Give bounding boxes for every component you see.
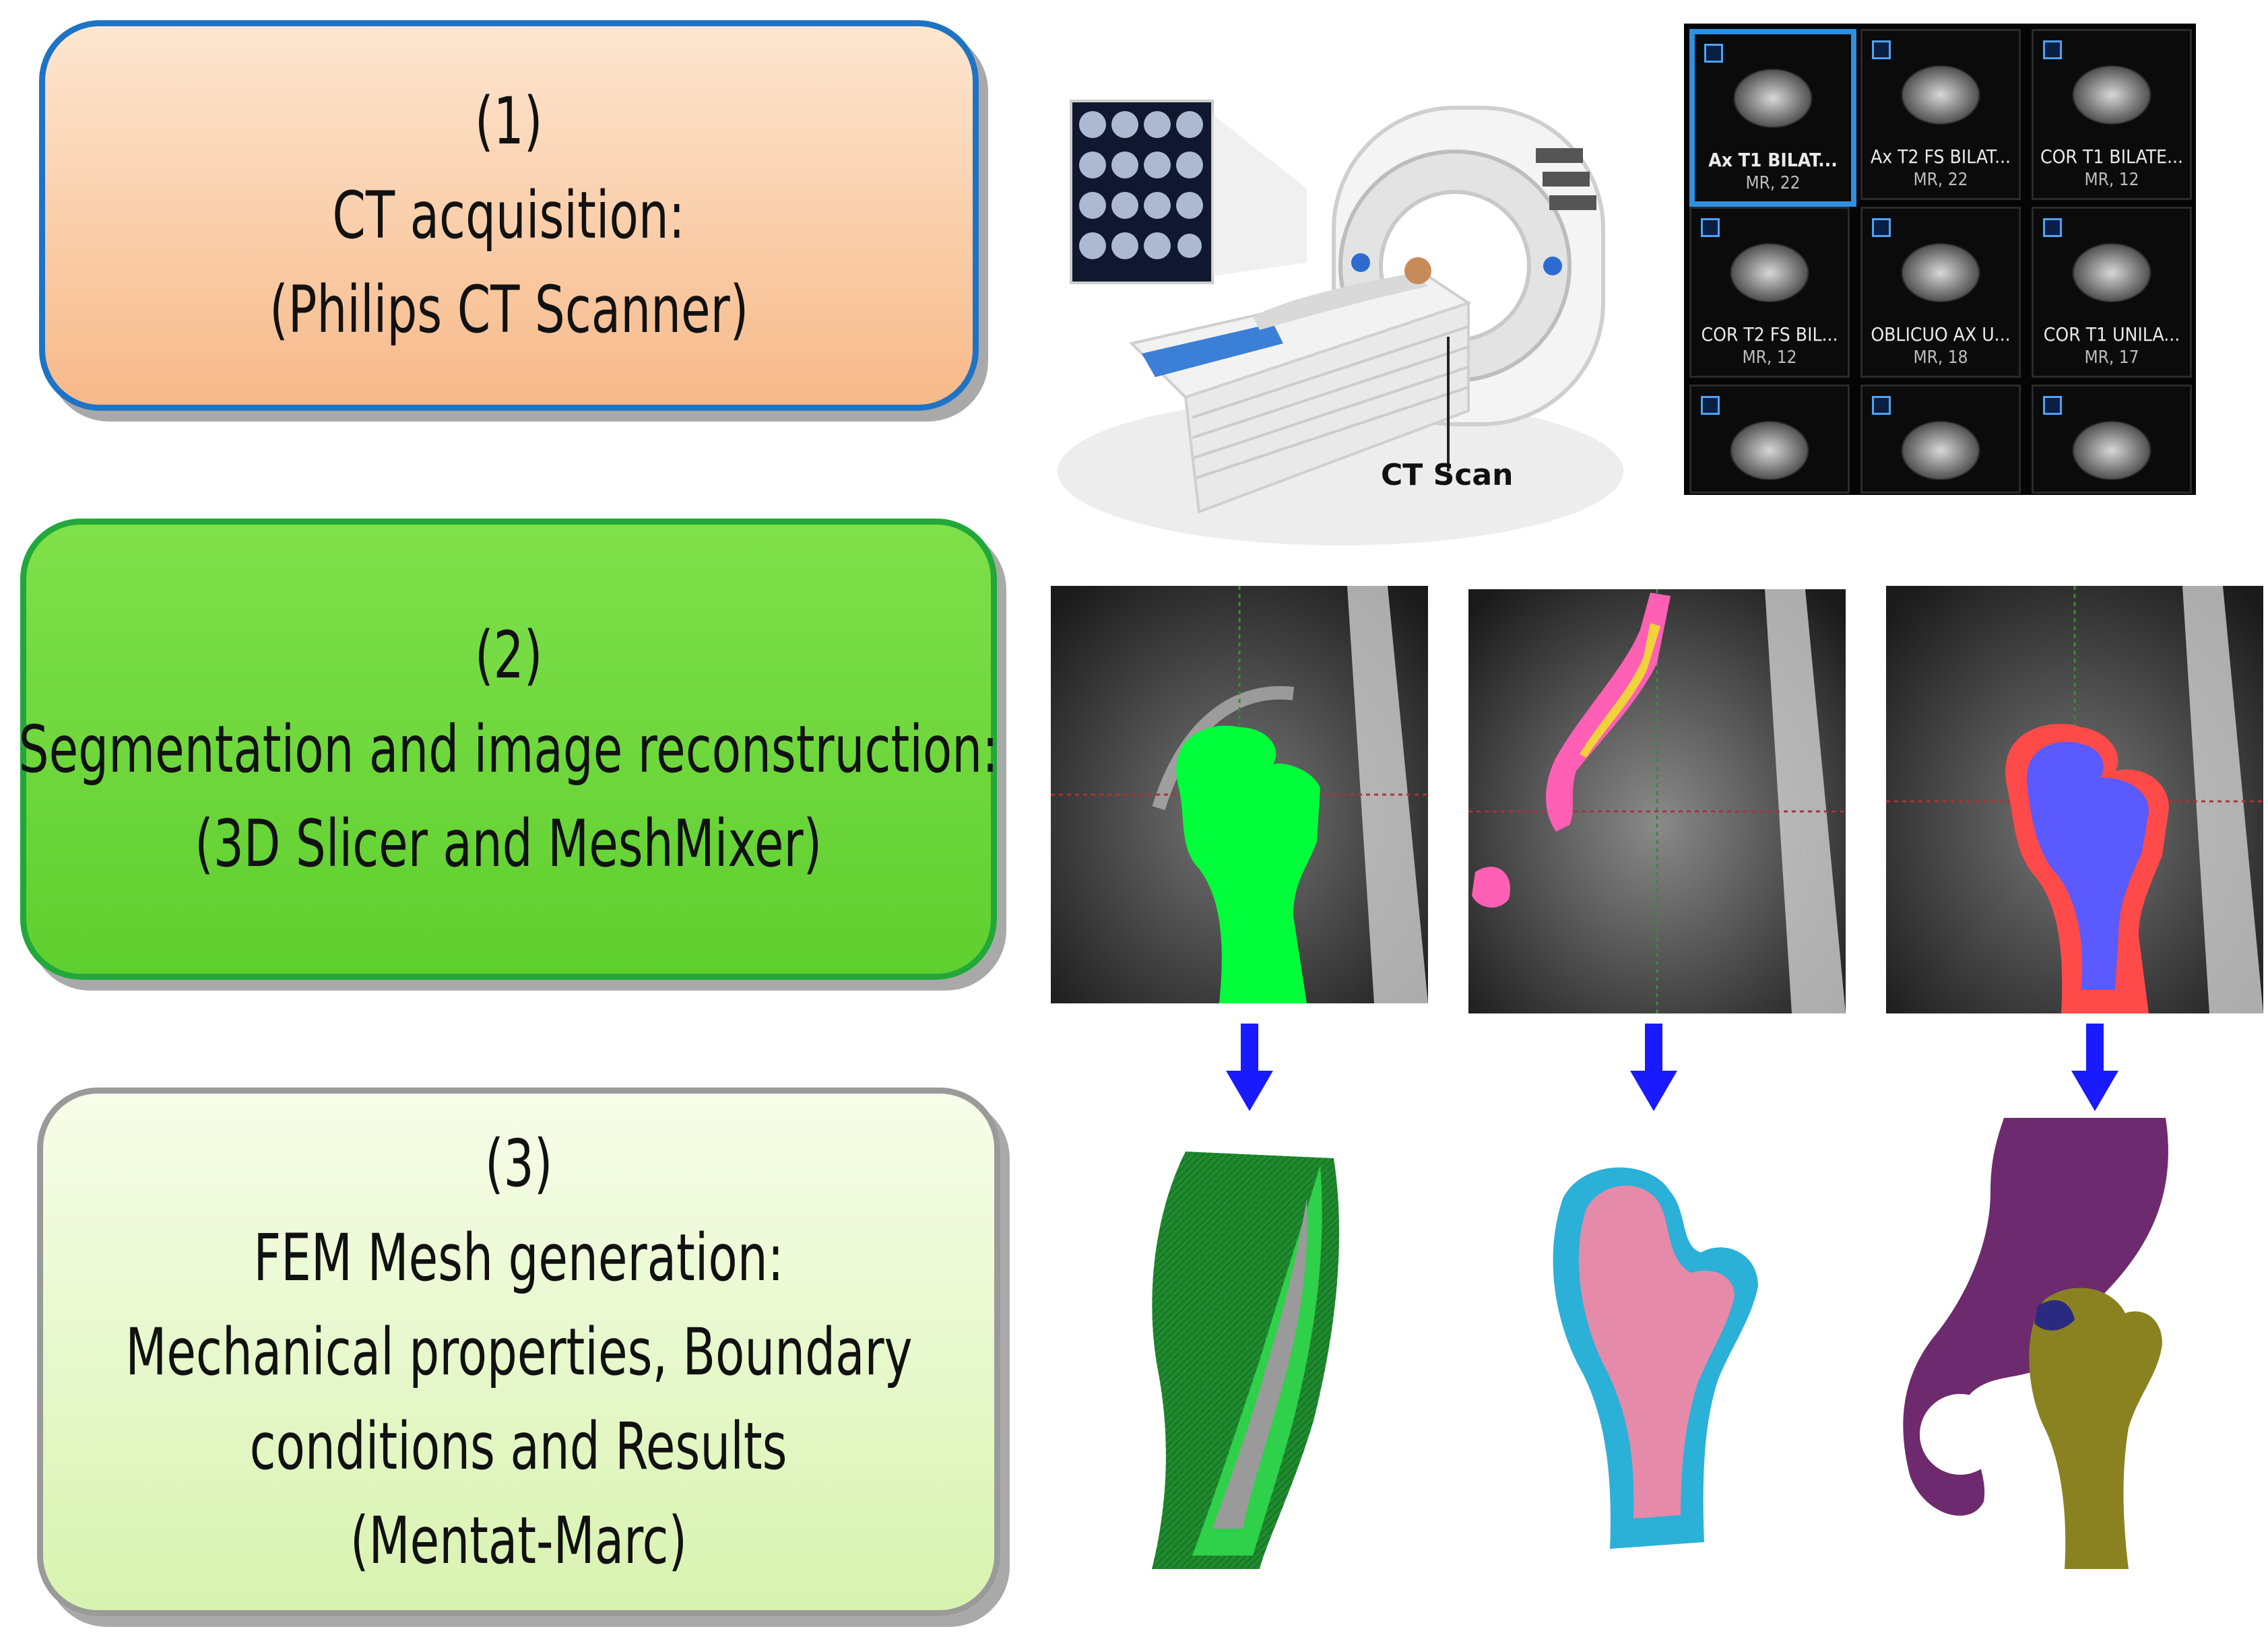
stage-1-tool: (Philips CT Scanner) (269, 272, 749, 347)
series-title: COR T1 UNILA... (2043, 323, 2180, 345)
series-subtitle: MR, 17 (2084, 347, 2139, 368)
series-title: Ax T1 BILAT... (1708, 149, 1838, 171)
stage-3-tool: (Mentat-Marc) (350, 1502, 688, 1578)
series-title: OBLICUO AX U... (1871, 323, 2011, 345)
stage-3-number: (3) (484, 1125, 553, 1201)
checkbox-icon[interactable] (1701, 396, 1720, 415)
scan-slice-image (2071, 65, 2152, 125)
scan-slice-image (1900, 420, 1981, 481)
checkbox-icon[interactable] (1872, 218, 1891, 237)
checkbox-icon[interactable] (2043, 396, 2062, 415)
fem-mesh-2 (1553, 1167, 1758, 1549)
series-thumbnail[interactable] (1860, 385, 2021, 494)
checkbox-icon[interactable] (2043, 218, 2062, 237)
series-thumbnail[interactable]: Ax T1 BILAT...MR, 22 (1689, 29, 1856, 207)
stage-1-title: CT acquisition: (332, 178, 686, 253)
scan-slice-image (1729, 420, 1810, 481)
checkbox-icon[interactable] (2043, 40, 2062, 59)
series-thumbnail[interactable]: OBLICUO AX U...MR, 18 (1860, 207, 2021, 378)
scan-slice-image (1900, 242, 1981, 303)
stage-2-title: Segmentation and image reconstruction: (18, 711, 999, 787)
stage-1-box: (1) CT acquisition: (Philips CT Scanner) (39, 20, 979, 411)
fem-mesh-1 (1152, 1152, 1340, 1569)
checkbox-icon[interactable] (1872, 40, 1891, 59)
series-subtitle: MR, 22 (1745, 173, 1801, 193)
down-arrow-icon (1226, 1024, 1273, 1111)
checkbox-icon[interactable] (1872, 396, 1891, 415)
checkbox-icon[interactable] (1701, 218, 1720, 237)
scan-slice-image (1732, 68, 1813, 129)
series-title: Ax T2 FS BILAT... (1870, 145, 2011, 168)
ct-scanner-illustration (1058, 100, 1623, 545)
checkbox-icon[interactable] (1704, 44, 1723, 63)
stage-2-tool: (3D Slicer and MeshMixer) (195, 805, 822, 881)
stage-3-box: (3) FEM Mesh generation: Mechanical prop… (37, 1088, 1000, 1616)
down-arrow-icon (1630, 1024, 1677, 1111)
stage-3-line-3: conditions and Results (250, 1408, 787, 1484)
scan-slice-image (2071, 242, 2152, 303)
stage-2-box: (2) Segmentation and image reconstructio… (18, 519, 999, 980)
series-thumbnail[interactable]: COR T1 UNILA...MR, 17 (2032, 207, 2192, 378)
segmentation-image-3 (1886, 586, 2263, 1013)
series-title: COR T2 FS BIL... (1701, 323, 1838, 345)
series-subtitle: MR, 22 (1913, 170, 1968, 190)
scan-slice-image (1900, 65, 1981, 125)
stage-2-number: (2) (474, 617, 543, 693)
scan-slice-image (2071, 420, 2152, 481)
stage-3-line-2: Mechanical properties, Boundary (125, 1314, 913, 1390)
series-thumbnail[interactable]: COR T2 FS BIL...MR, 12 (1689, 207, 1850, 378)
down-arrow-icon (2071, 1024, 2118, 1111)
stage-1-number: (1) (475, 84, 543, 159)
series-title: COR T1 BILATE... (2040, 145, 2184, 168)
series-thumbnail-grid: Ax T1 BILAT...MR, 22 Ax T2 FS BILAT...MR… (1684, 24, 2196, 495)
scan-slice-image (1729, 242, 1810, 303)
series-thumbnail[interactable]: Ax T2 FS BILAT...MR, 22 (1860, 29, 2021, 200)
series-subtitle: MR, 18 (1913, 347, 1968, 368)
series-thumbnail[interactable] (1689, 385, 1850, 494)
series-subtitle: MR, 12 (1742, 347, 1797, 368)
fem-mesh-3 (1903, 1118, 2168, 1569)
segmentation-image-1 (1051, 586, 1428, 1003)
series-subtitle: MR, 12 (2084, 170, 2139, 190)
series-thumbnail[interactable]: COR T1 BILATE...MR, 12 (2032, 29, 2192, 200)
ct-scan-label: CT Scan (1381, 458, 1514, 492)
segmentation-image-2 (1468, 589, 1846, 1013)
stage-3-title: FEM Mesh generation: (253, 1220, 784, 1296)
series-thumbnail[interactable] (2032, 385, 2192, 494)
